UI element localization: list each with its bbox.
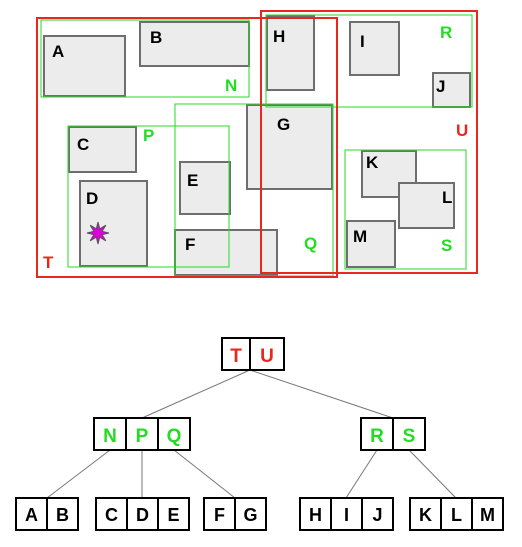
tree-leaf-cde: C D E — [95, 497, 190, 531]
region-S — [344, 149, 467, 270]
rect-L — [398, 182, 455, 229]
rect-B — [139, 21, 250, 67]
tree-root-label-U: U — [260, 346, 274, 367]
tree-leaf-fg: F G — [203, 497, 267, 531]
tree-label-P: P — [136, 426, 149, 447]
edge-n-ab — [46, 449, 111, 499]
edge-root-rs — [249, 369, 394, 419]
tree-label-J: J — [372, 505, 382, 525]
tree-cell-K — [409, 497, 442, 531]
rect-D — [79, 180, 148, 267]
rtree: T U N P Q R S A B — [15, 337, 504, 531]
tree-leaf-klm: K L M — [409, 497, 504, 531]
label-S: S — [441, 236, 452, 255]
label-M: M — [353, 227, 367, 246]
label-L: L — [442, 188, 452, 207]
label-G: G — [277, 115, 290, 134]
label-T: T — [43, 253, 54, 272]
tree-cell-E — [157, 497, 190, 531]
tree-label-B: B — [56, 505, 69, 525]
tree-cell-B — [46, 497, 79, 531]
tree-label-C: C — [105, 505, 118, 525]
tree-cell-T — [221, 337, 251, 371]
star-marker-icon — [86, 221, 110, 245]
tree-node-npq: N P Q — [93, 417, 191, 451]
tree-leaf-ab: A B — [15, 497, 79, 531]
label-B: B — [150, 28, 162, 47]
tree-cell-M — [471, 497, 504, 531]
tree-label-Q: Q — [167, 426, 182, 447]
spatial-map: A B C D E F G H I J K L M N P Q R S T U — [36, 10, 478, 278]
rect-C — [68, 126, 137, 173]
tree-cell-N — [93, 417, 127, 451]
label-A: A — [52, 42, 64, 61]
edge-s-klm — [408, 449, 457, 499]
tree-label-H: H — [309, 505, 322, 525]
tree-label-M: M — [480, 505, 495, 525]
tree-label-D: D — [136, 505, 149, 525]
tree-label-E: E — [167, 505, 179, 525]
label-K: K — [366, 153, 379, 172]
tree-cell-D — [126, 497, 159, 531]
label-P: P — [143, 126, 154, 145]
label-Q: Q — [304, 234, 317, 253]
tree-cell-Q — [157, 417, 191, 451]
tree-cell-S — [392, 417, 426, 451]
tree-edges — [46, 369, 457, 499]
label-U: U — [456, 121, 468, 140]
tree-label-G: G — [243, 505, 257, 525]
label-R: R — [440, 23, 452, 42]
tree-cell-U — [249, 337, 285, 371]
tree-cell-G — [234, 497, 267, 531]
tree-node-rs: R S — [360, 417, 426, 451]
tree-leaf-hij: H I J — [299, 497, 394, 531]
label-I: I — [360, 32, 365, 51]
region-T — [36, 17, 338, 278]
edge-q-fg — [173, 449, 236, 499]
rect-I — [349, 21, 400, 76]
tree-label-S: S — [403, 426, 416, 447]
rect-A — [43, 35, 126, 97]
rect-M — [346, 220, 396, 268]
region-R — [265, 14, 473, 108]
tree-cell-L — [440, 497, 473, 531]
tree-cell-I — [330, 497, 363, 531]
region-P — [67, 125, 230, 268]
rect-E — [179, 161, 231, 215]
label-E: E — [187, 171, 198, 190]
tree-cell-F — [203, 497, 236, 531]
label-C: C — [77, 135, 89, 154]
rect-H — [266, 15, 315, 91]
tree-label-K: K — [419, 505, 432, 525]
label-J: J — [436, 77, 445, 96]
label-N: N — [225, 76, 237, 95]
tree-node-root: T U — [221, 337, 285, 371]
region-U — [260, 10, 478, 274]
label-D: D — [86, 189, 98, 208]
tree-label-L: L — [451, 505, 462, 525]
region-N — [40, 19, 250, 98]
tree-label-N: N — [103, 426, 117, 447]
label-F: F — [185, 235, 195, 254]
edge-root-npq — [141, 369, 251, 419]
label-H: H — [273, 27, 285, 46]
tree-label-I: I — [344, 505, 349, 525]
tree-cell-J — [361, 497, 394, 531]
tree-label-A: A — [25, 505, 38, 525]
tree-root-label-T: T — [230, 346, 242, 367]
tree-label-F: F — [214, 505, 225, 525]
edge-r-hij — [345, 449, 378, 499]
tree-label-R: R — [370, 426, 384, 447]
tree-cell-P — [125, 417, 159, 451]
